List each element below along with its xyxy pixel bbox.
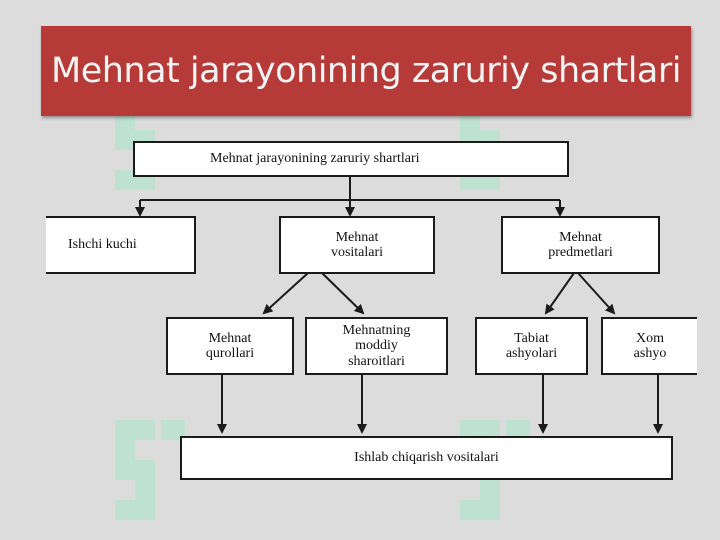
node-moddiy-sharoitlari: Mehnatning moddiy sharoitlari bbox=[305, 317, 448, 375]
slide-title: Mehnat jarayonining zaruriy shartlari bbox=[51, 51, 681, 91]
node-tabiat-ashyolari: Tabiat ashyolari bbox=[475, 317, 588, 375]
arrow-to-tabiat-ashyolari bbox=[544, 272, 575, 315]
arrow-to-mehnat-qurollari bbox=[262, 272, 309, 315]
node-mehnat-qurollari: Mehnat qurollari bbox=[166, 317, 294, 375]
node-label: Ishchi kuchi bbox=[68, 237, 137, 253]
diagram-root-box: Mehnat jarayonining zaruriy shartlari bbox=[133, 141, 569, 177]
node-ishlab-chiqarish-vositalari: Ishlab chiqarish vositalari bbox=[180, 436, 673, 480]
node-ishchi-kuchi: Ishchi kuchi bbox=[46, 216, 196, 274]
node-mehnat-vositalari: Mehnat vositalari bbox=[279, 216, 435, 274]
arrow-to-moddiy-sharoitlari bbox=[321, 272, 365, 315]
slide-title-bar: Mehnat jarayonining zaruriy shartlari bbox=[41, 26, 691, 116]
node-mehnat-predmetlari: Mehnat predmetlari bbox=[501, 216, 660, 274]
node-label: Ishlab chiqarish vositalari bbox=[354, 450, 499, 466]
node-label: Mehnat predmetlari bbox=[548, 229, 613, 260]
node-label: Tabiat ashyolari bbox=[505, 330, 558, 361]
watermark-logo-icon bbox=[95, 410, 205, 535]
node-xom-ashyo: Xom ashyo bbox=[601, 317, 697, 375]
node-label: Mehnat qurollari bbox=[205, 330, 255, 361]
node-label: Mehnatning moddiy sharoitlari bbox=[342, 322, 411, 369]
node-label: Xom ashyo bbox=[633, 330, 667, 361]
diagram-root-label: Mehnat jarayonining zaruriy shartlari bbox=[210, 151, 420, 167]
node-label: Mehnat vositalari bbox=[330, 229, 384, 260]
arrow-to-xom-ashyo bbox=[577, 272, 616, 315]
